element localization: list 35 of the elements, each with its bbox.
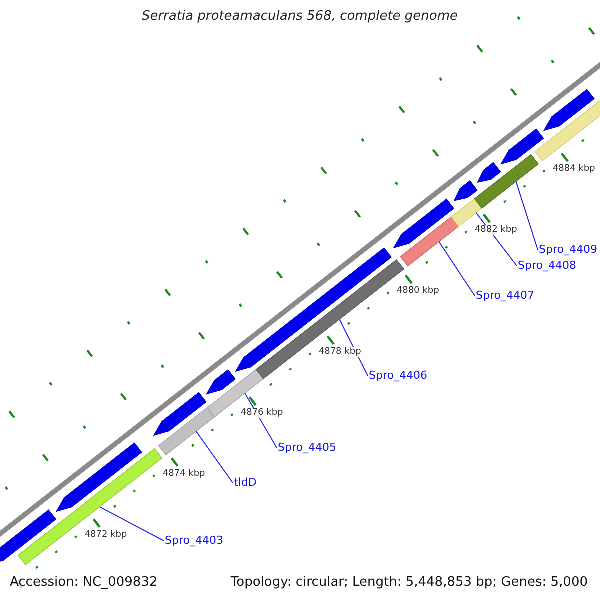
gene-block (454, 180, 478, 202)
leader-line (99, 506, 164, 542)
tick-label: 4872 kbp (84, 530, 128, 540)
tick-label: 4884 kbp (552, 164, 596, 174)
genome-info-text: Topology: circular; Length: 5,448,853 bp; Genes: 5,000 (230, 575, 588, 590)
gene-block (543, 89, 595, 132)
gene-block (477, 162, 502, 184)
leader-line (516, 181, 538, 250)
tick-label: 4878 kbp (318, 346, 362, 357)
gene-label: Spro_4409 (539, 243, 598, 256)
gene-bar (400, 216, 460, 267)
accession-text: Accession: NC_009832 (10, 575, 158, 590)
gene-bar (207, 369, 264, 418)
leader-line (196, 431, 234, 484)
gene-block (153, 392, 207, 436)
leader-line (438, 241, 476, 296)
gene-bar (474, 154, 540, 209)
gene-bar (18, 448, 163, 566)
gene-label: Spro_4403 (165, 534, 224, 547)
gene-label: Spro_4407 (476, 289, 534, 302)
gene-bar (158, 407, 216, 456)
gene-label: Spro_4405 (278, 441, 336, 454)
gene-label: tldD (234, 476, 257, 489)
gene-label: Spro_4406 (369, 369, 428, 382)
gene-block (393, 198, 455, 249)
gene-block (235, 248, 392, 372)
tick-label: 4882 kbp (474, 224, 518, 235)
gene-block (500, 128, 544, 165)
gene-label: Spro_4408 (518, 259, 576, 272)
tick-label: 4874 kbp (162, 468, 206, 479)
gene-block (56, 442, 142, 512)
title: Serratia proteamaculans 568, complete genome (140, 9, 460, 24)
gene-block (206, 369, 236, 395)
tick-label: 4880 kbp (396, 286, 440, 296)
tick-label: 4876 kbp (240, 408, 284, 418)
